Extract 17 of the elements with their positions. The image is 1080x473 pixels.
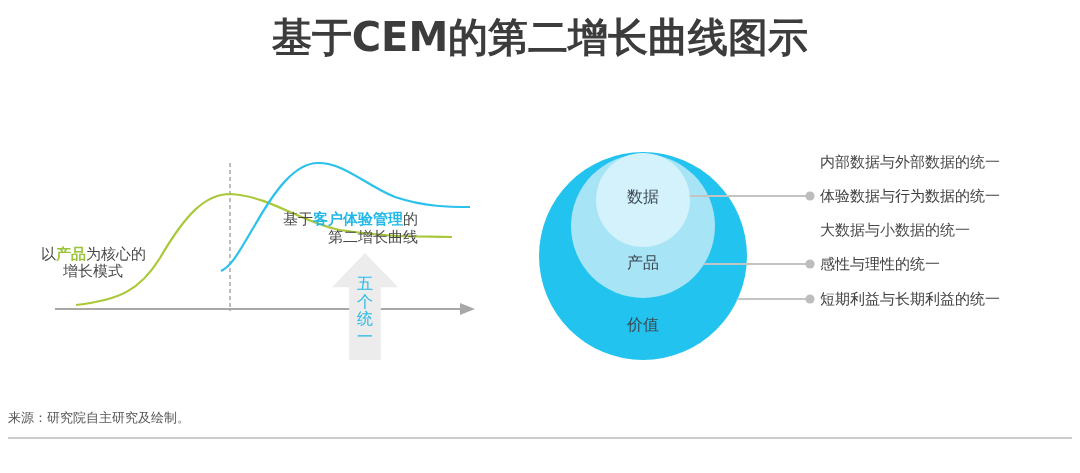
circle-label: 数据	[627, 187, 659, 207]
leader-line	[736, 294, 815, 304]
inner-circle	[596, 153, 690, 247]
list-text: 短期利益与长期利益的统一	[820, 289, 1000, 309]
arrow-label: 五个统一	[357, 275, 373, 346]
source-note: 来源：研究院自主研究及绘制。	[8, 409, 190, 427]
list-text: 感性与理性的统一	[820, 254, 940, 274]
leader-line	[688, 191, 815, 201]
block-arrow	[332, 253, 398, 360]
circle-label: 产品	[627, 253, 659, 273]
circle-label: 价值	[627, 315, 659, 335]
list-text: 大数据与小数据的统一	[820, 220, 970, 240]
list-text: 体验数据与行为数据的统一	[820, 186, 1000, 206]
list-text: 内部数据与外部数据的统一	[820, 152, 1000, 172]
curve-label: 以产品为核心的增长模式	[40, 246, 147, 280]
leader-line	[703, 259, 815, 269]
diagram-title: 基于CEM的第二增长曲线图示	[271, 13, 809, 62]
